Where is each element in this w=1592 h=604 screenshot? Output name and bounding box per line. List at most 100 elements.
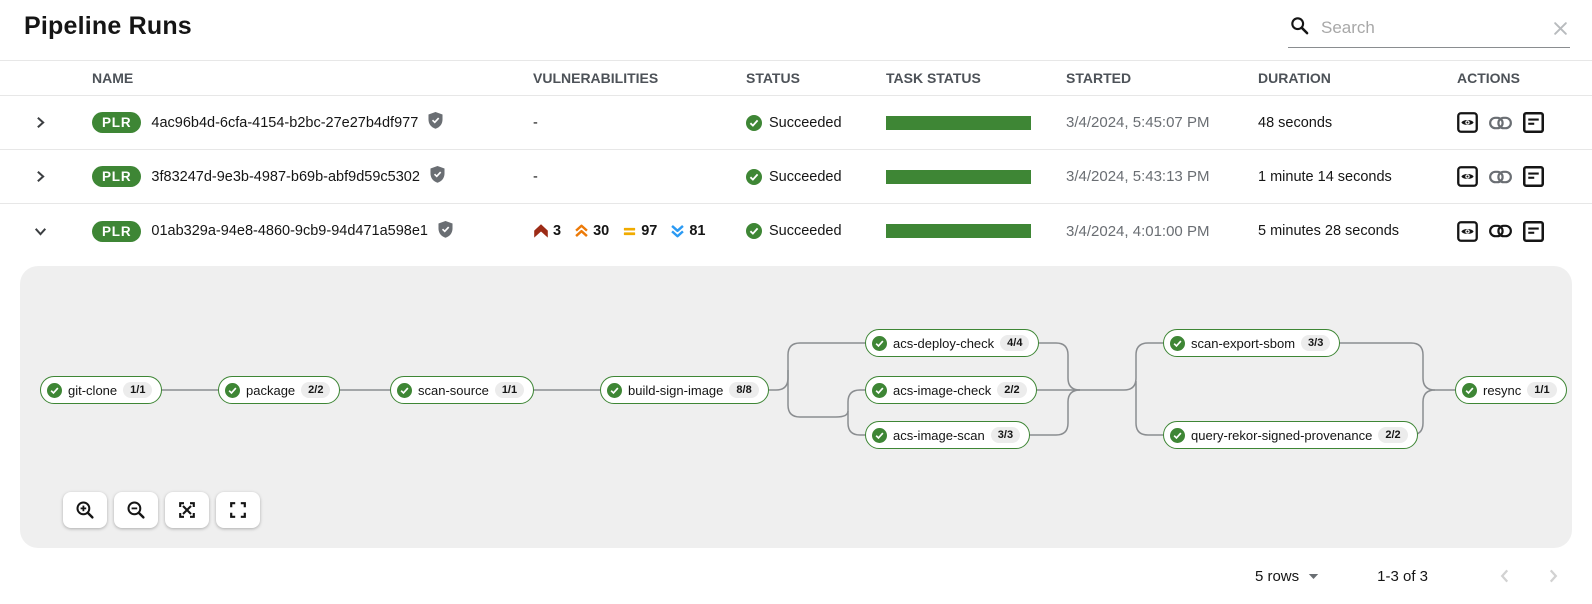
reset-view-button[interactable] xyxy=(216,492,260,528)
copy-link-button[interactable] xyxy=(1489,116,1512,130)
task-step-count: 1/1 xyxy=(1527,382,1557,398)
logs-icon xyxy=(1523,112,1545,134)
task-node-acs-deploy-check[interactable]: acs-deploy-check 4/4 xyxy=(865,329,1040,357)
copy-link-button[interactable] xyxy=(1489,170,1512,184)
link-icon xyxy=(1489,170,1512,183)
pipeline-edges xyxy=(150,342,1462,436)
zoom-out-icon xyxy=(127,501,145,519)
high-count: 30 xyxy=(593,223,610,239)
next-page-button[interactable] xyxy=(1540,563,1566,589)
logs-icon xyxy=(1523,220,1545,242)
pipeline-graph-canvas[interactable]: git-clone 1/1 package 2/2 scan-source 1/… xyxy=(20,266,1572,548)
task-success-icon xyxy=(47,382,62,398)
high-severity: 30 xyxy=(574,223,609,239)
signed-shield-icon xyxy=(430,166,445,187)
medium-count: 97 xyxy=(641,223,658,239)
view-logs-button[interactable] xyxy=(1523,166,1545,188)
previous-page-button[interactable] xyxy=(1492,563,1518,589)
task-step-count: 3/3 xyxy=(1301,335,1331,351)
task-name: scan-export-sbom xyxy=(1191,335,1296,351)
copy-link-button[interactable] xyxy=(1489,224,1512,238)
task-node-acs-image-scan[interactable]: acs-image-scan 3/3 xyxy=(865,421,1031,449)
task-node-git-clone[interactable]: git-clone 1/1 xyxy=(40,376,163,404)
collapse-row-button[interactable] xyxy=(28,219,53,244)
task-status-bar xyxy=(886,169,1031,184)
task-status-bar xyxy=(886,224,1031,238)
task-node-resync[interactable]: resync 1/1 xyxy=(1455,376,1567,404)
task-node-build-sign-image[interactable]: build-sign-image 8/8 xyxy=(600,376,769,404)
graph-controls xyxy=(63,492,260,528)
plr-badge: PLR xyxy=(92,220,142,242)
pipeline-run-link[interactable]: 4ac96b4d-6cfa-4154-b2bc-27e27b4df977 xyxy=(151,114,419,131)
table-row: PLR 4ac96b4d-6cfa-4154-b2bc-27e27b4df977… xyxy=(0,96,1592,150)
rows-per-page-select[interactable]: 5 rows xyxy=(1255,568,1319,585)
chevron-left-icon xyxy=(1500,569,1509,583)
duration-cell: 48 seconds xyxy=(1258,114,1333,131)
task-node-query-rekor-signed-provenance[interactable]: query-rekor-signed-provenance 2/2 xyxy=(1163,421,1418,449)
pipeline-run-link[interactable]: 3f83247d-9e3b-4987-b69b-abf9d59c5302 xyxy=(151,168,420,185)
table-row: PLR 01ab329a-94e8-4860-9cb9-94d471a598e1… xyxy=(0,204,1592,258)
table-header-row: NAME VULNERABILITIES STATUS TASK STATUS … xyxy=(0,60,1592,96)
vulnerabilities-cell: - xyxy=(533,168,538,185)
fit-to-screen-icon xyxy=(179,502,195,518)
high-severity-icon xyxy=(575,224,588,237)
task-status-bar xyxy=(886,115,1031,130)
critical-severity-icon xyxy=(534,224,548,238)
task-step-count: 1/1 xyxy=(123,382,153,398)
task-step-count: 3/3 xyxy=(990,427,1021,443)
task-name: build-sign-image xyxy=(628,382,724,398)
task-node-package[interactable]: package 2/2 xyxy=(218,376,341,404)
chevron-right-icon xyxy=(37,170,45,183)
task-name: query-rekor-signed-provenance xyxy=(1191,427,1373,443)
zoom-out-button[interactable] xyxy=(114,492,158,528)
table-row: PLR 3f83247d-9e3b-4987-b69b-abf9d59c5302… xyxy=(0,150,1592,204)
task-node-scan-export-sbom[interactable]: scan-export-sbom 3/3 xyxy=(1163,329,1341,357)
expand-row-button[interactable] xyxy=(28,110,53,135)
pipeline-run-link[interactable]: 01ab329a-94e8-4860-9cb9-94d471a598e1 xyxy=(151,223,428,239)
view-output-button[interactable] xyxy=(1457,166,1478,187)
started-cell: 3/4/2024, 4:01:00 PM xyxy=(1066,222,1210,240)
task-success-icon xyxy=(607,382,622,398)
task-success-icon xyxy=(1462,382,1477,398)
task-success-icon xyxy=(225,382,240,398)
plr-badge: PLR xyxy=(92,112,142,133)
status-label: Succeeded xyxy=(769,168,842,185)
task-node-scan-source[interactable]: scan-source 1/1 xyxy=(390,376,535,404)
link-icon xyxy=(1489,224,1512,238)
critical-severity: 3 xyxy=(533,223,561,239)
clear-search-icon[interactable] xyxy=(1553,21,1568,36)
fullscreen-brackets-icon xyxy=(230,502,246,518)
task-node-acs-image-check[interactable]: acs-image-check 2/2 xyxy=(865,376,1037,404)
view-logs-button[interactable] xyxy=(1523,112,1545,134)
column-header-vulnerabilities: VULNERABILITIES xyxy=(533,70,659,86)
signed-shield-icon xyxy=(428,112,443,133)
chevron-down-icon xyxy=(34,227,47,236)
output-eye-icon xyxy=(1457,112,1478,133)
search-input[interactable] xyxy=(1309,18,1553,38)
fit-to-screen-button[interactable] xyxy=(165,492,209,528)
task-success-icon xyxy=(872,335,887,351)
zoom-in-button[interactable] xyxy=(63,492,107,528)
task-name: package xyxy=(246,382,296,398)
caret-down-icon xyxy=(1308,573,1319,579)
column-header-task-status: TASK STATUS xyxy=(886,70,981,86)
signed-shield-icon xyxy=(438,220,453,242)
expanded-pipeline-visualization: git-clone 1/1 package 2/2 scan-source 1/… xyxy=(0,258,1592,548)
status-cell: Succeeded xyxy=(746,114,886,131)
search-box xyxy=(1288,13,1570,48)
started-cell: 3/4/2024, 5:43:13 PM xyxy=(1066,168,1210,185)
link-icon xyxy=(1489,116,1512,129)
expand-row-button[interactable] xyxy=(28,164,53,189)
status-label: Succeeded xyxy=(769,223,842,239)
column-header-actions: ACTIONS xyxy=(1457,70,1520,86)
table-footer: 5 rows 1-3 of 3 xyxy=(0,548,1592,604)
logs-icon xyxy=(1523,166,1545,188)
view-output-button[interactable] xyxy=(1457,220,1478,242)
task-step-count: 2/2 xyxy=(1378,427,1408,443)
view-logs-button[interactable] xyxy=(1523,220,1545,242)
task-success-icon xyxy=(872,382,887,398)
task-success-icon xyxy=(872,427,887,443)
column-header-duration: DURATION xyxy=(1258,70,1331,86)
view-output-button[interactable] xyxy=(1457,112,1478,133)
page-title: Pipeline Runs xyxy=(24,12,192,40)
